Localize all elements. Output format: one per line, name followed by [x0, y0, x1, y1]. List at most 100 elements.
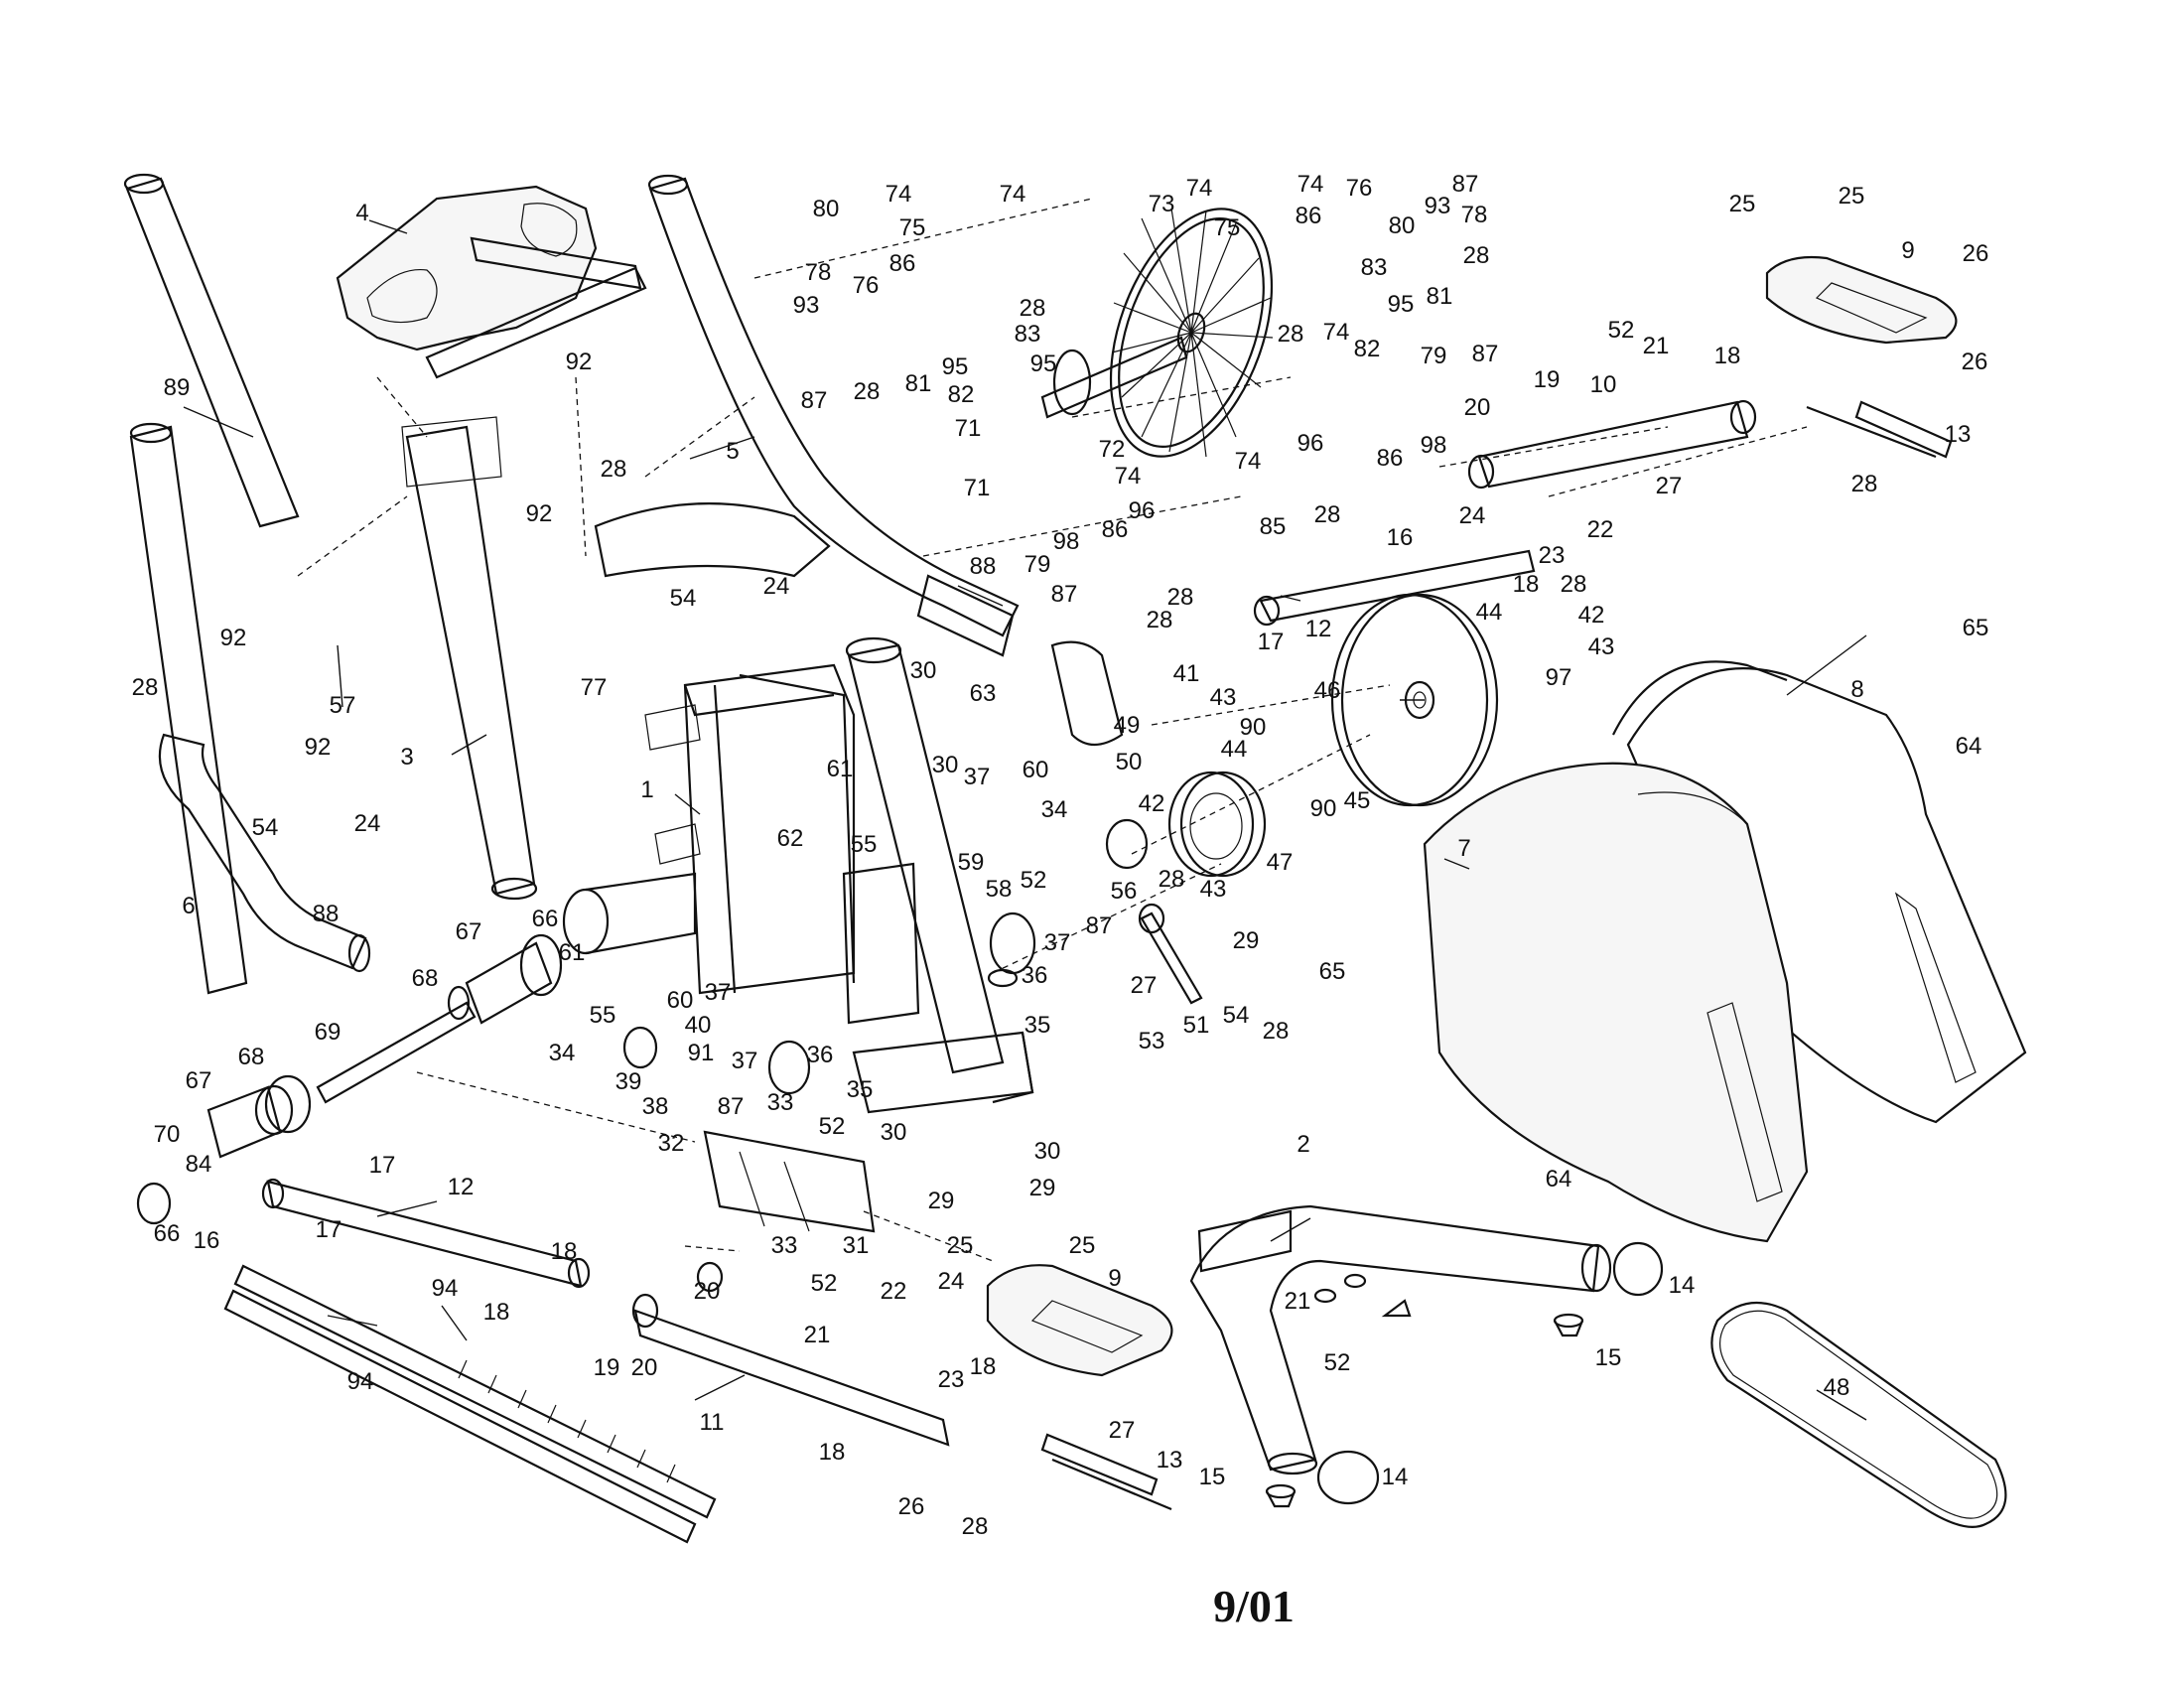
part-callout-19: 19	[1534, 366, 1561, 393]
part-callout-16: 16	[1387, 524, 1414, 551]
part-callout-10: 10	[1590, 371, 1617, 398]
part-callout-18: 18	[970, 1353, 997, 1380]
part-callout-93: 93	[1425, 193, 1451, 219]
part-callout-34: 34	[549, 1040, 576, 1066]
part-callout-26: 26	[1962, 349, 1988, 375]
part-callout-86: 86	[1102, 516, 1129, 543]
part-callout-63: 63	[970, 680, 997, 707]
part-callout-92: 92	[526, 500, 553, 527]
part-callout-54: 54	[1223, 1002, 1250, 1029]
part-callout-8: 8	[1850, 676, 1863, 703]
part-callout-28: 28	[1020, 295, 1046, 322]
part-callout-65: 65	[1319, 958, 1346, 985]
part-callout-1: 1	[640, 776, 653, 803]
part-callout-57: 57	[330, 692, 356, 719]
pedal-arm-10	[1467, 399, 1757, 490]
revision-date: 9/01	[1213, 1581, 1295, 1631]
part-callout-75: 75	[1214, 214, 1241, 241]
part-callout-90: 90	[1310, 795, 1337, 822]
feet-15	[1265, 1313, 1584, 1508]
part-callout-87: 87	[1452, 171, 1479, 198]
part-callout-92: 92	[305, 734, 332, 761]
part-callout-54: 54	[670, 585, 697, 612]
part-callout-12: 12	[448, 1174, 475, 1200]
part-callout-24: 24	[763, 573, 790, 600]
belt-48	[1710, 1301, 2007, 1528]
part-callout-28: 28	[1278, 321, 1304, 348]
part-callout-92: 92	[566, 349, 593, 375]
part-callout-24: 24	[1459, 502, 1486, 529]
part-callout-27: 27	[1656, 473, 1683, 499]
assembly-guides	[297, 198, 1808, 1262]
part-callout-27: 27	[1109, 1417, 1136, 1444]
part-callout-80: 80	[1389, 212, 1416, 239]
part-callout-61: 61	[559, 939, 586, 966]
part-callout-28: 28	[1851, 471, 1878, 497]
part-callout-3: 3	[400, 744, 413, 771]
part-callout-2: 2	[1297, 1131, 1309, 1158]
part-callout-79: 79	[1421, 343, 1447, 369]
part-callout-28: 28	[962, 1513, 989, 1540]
pedal-arm-11	[631, 1261, 950, 1447]
part-callout-44: 44	[1221, 736, 1248, 763]
part-callout-87: 87	[801, 387, 828, 414]
part-callout-28: 28	[1263, 1018, 1290, 1045]
part-callout-30: 30	[1034, 1138, 1061, 1165]
part-callout-74: 74	[1297, 171, 1324, 198]
part-callout-34: 34	[1041, 796, 1068, 823]
part-callout-74: 74	[1115, 463, 1142, 490]
part-callout-54: 54	[252, 814, 279, 841]
part-callout-29: 29	[1233, 927, 1260, 954]
part-callout-28: 28	[1314, 501, 1341, 528]
part-callout-15: 15	[1199, 1464, 1226, 1490]
part-callout-12: 12	[1305, 616, 1332, 642]
part-callout-52: 52	[819, 1113, 846, 1140]
part-callout-28: 28	[1463, 242, 1490, 269]
part-callout-20: 20	[694, 1278, 721, 1305]
part-callout-65: 65	[1963, 615, 1989, 641]
part-callout-89: 89	[164, 374, 191, 401]
part-callout-38: 38	[642, 1093, 669, 1120]
part-callout-40: 40	[685, 1012, 712, 1039]
part-callout-32: 32	[658, 1130, 685, 1157]
part-callout-26: 26	[1963, 240, 1989, 267]
part-callout-21: 21	[804, 1322, 831, 1348]
part-callout-28: 28	[854, 378, 881, 405]
part-callout-9: 9	[1901, 237, 1914, 264]
part-callout-86: 86	[889, 250, 916, 277]
part-callout-90: 90	[1240, 714, 1267, 741]
part-callout-6: 6	[182, 893, 195, 919]
part-callout-14: 14	[1669, 1272, 1696, 1299]
part-callout-14: 14	[1382, 1464, 1409, 1490]
handlebar-89	[123, 173, 300, 995]
part-callout-81: 81	[1427, 283, 1453, 310]
part-callout-72: 72	[1099, 436, 1126, 463]
console-4	[336, 185, 647, 379]
rails-13	[1051, 405, 1937, 1511]
part-callout-42: 42	[1578, 602, 1605, 629]
part-callout-86: 86	[1377, 445, 1404, 472]
part-callout-37: 37	[964, 764, 991, 790]
part-callout-67: 67	[456, 918, 482, 945]
part-callout-92: 92	[220, 625, 247, 651]
part-callout-98: 98	[1421, 432, 1447, 459]
part-callout-55: 55	[851, 831, 878, 858]
part-callout-5: 5	[726, 438, 739, 465]
part-callout-17: 17	[1258, 629, 1285, 655]
part-drawings	[123, 173, 2027, 1544]
part-callout-23: 23	[938, 1366, 965, 1393]
part-callout-79: 79	[1024, 551, 1051, 578]
part-callout-13: 13	[1945, 421, 1972, 448]
bracket-31	[703, 1130, 876, 1233]
part-callout-25: 25	[947, 1232, 974, 1259]
part-callout-33: 33	[767, 1089, 794, 1116]
part-callout-33: 33	[771, 1232, 798, 1259]
part-callout-91: 91	[688, 1040, 715, 1066]
part-callout-66: 66	[154, 1220, 181, 1247]
part-callout-60: 60	[1023, 757, 1049, 783]
part-callout-59: 59	[958, 849, 985, 876]
part-callout-20: 20	[1464, 394, 1491, 421]
part-callout-75: 75	[899, 214, 926, 241]
